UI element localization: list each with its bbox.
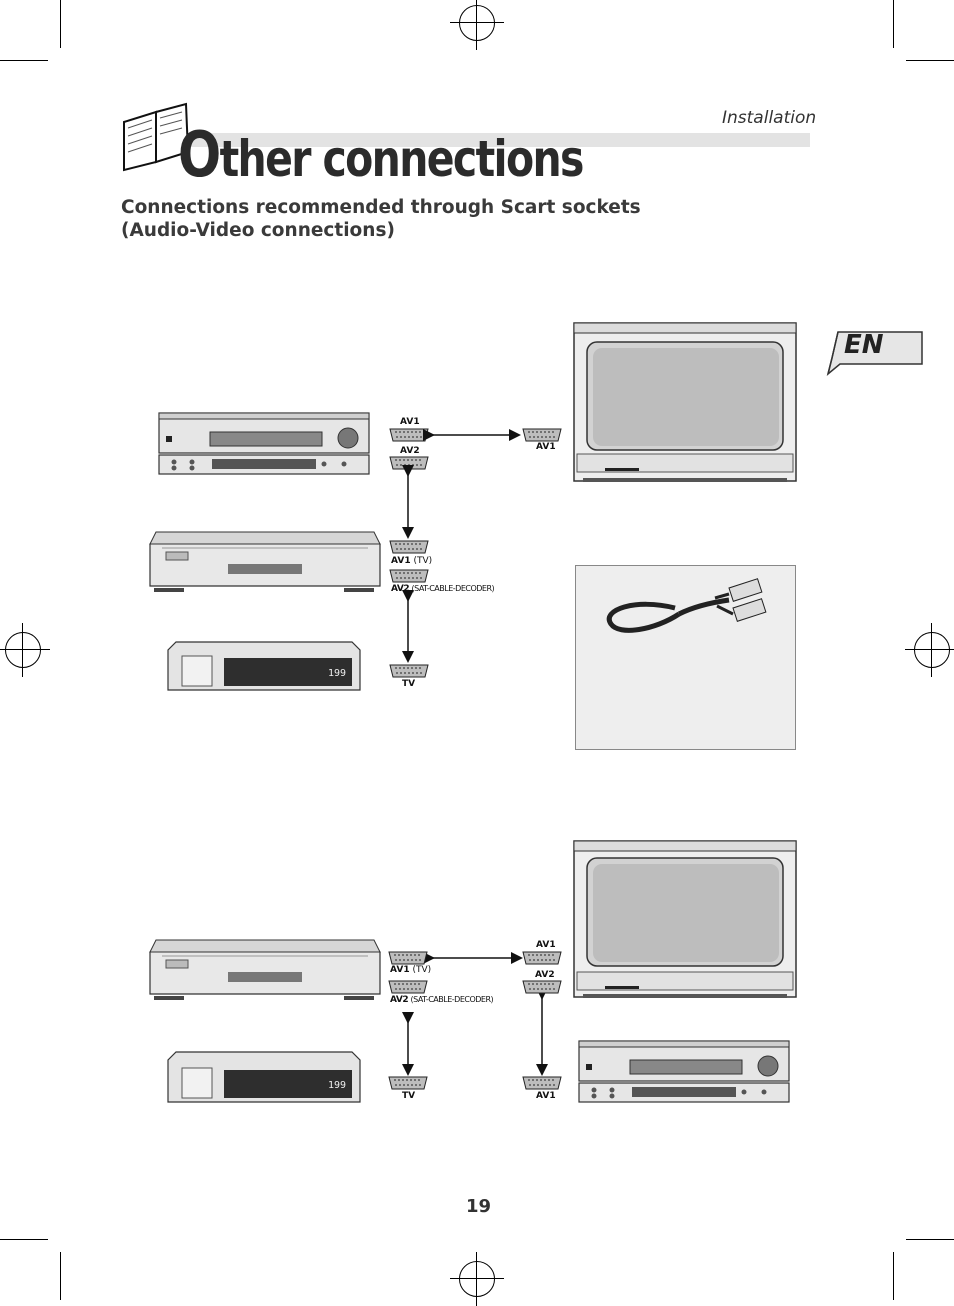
dvd-av1-note: (TV) [413,556,433,566]
title-rest: ther connections [219,130,585,188]
dvd-av1-name: AV1 [390,965,410,975]
dvd-av2-name: AV2 [391,584,410,594]
crop-mark [0,1239,48,1240]
crop-mark [0,60,48,61]
scart-socket [522,980,562,994]
dvd-av2-label: AV2 (SAT-CABLE-DECODER) [390,995,494,1005]
decoder-tv-label: TV [402,679,416,689]
page-title: Other connections [178,118,585,191]
dvd-av2-label: AV2 (SAT-CABLE-DECODER) [391,584,495,594]
scart-socket [389,569,429,583]
registration-mark [0,623,50,677]
tv-av2-label: AV2 [535,970,555,980]
scart-socket [389,664,429,678]
scart-cable-icon [606,578,767,633]
scart-socket [522,1076,562,1090]
tv-av1-label: AV1 [536,940,556,950]
scart-socket [522,951,562,965]
dvd-av1-label: AV1 (TV) [391,556,432,566]
crop-mark [60,1252,61,1300]
registration-mark [450,1252,504,1306]
crop-mark [60,0,61,48]
dvd-av1-note: (TV) [412,965,432,975]
scart-socket [388,980,428,994]
title-band [185,133,810,147]
vcr-av1-label: AV1 [536,1091,556,1101]
decoder-tv-label: TV [402,1091,416,1101]
dvd-av1-label: AV1 (TV) [390,965,431,975]
page-number: 19 [466,1196,492,1217]
scart-socket [388,1076,428,1090]
satellite-decoder-illustration [167,641,361,691]
dvd-av2-name: AV2 [390,995,409,1005]
vcr-av2-label: AV2 [400,446,420,456]
subtitle-line-1: Connections recommended through Scart so… [121,197,641,218]
crop-mark [906,1239,954,1240]
vcr-illustration [158,412,370,475]
scart-socket [388,951,428,965]
language-badge [826,331,923,377]
vcr-av1-label: AV1 [400,417,420,427]
satellite-decoder-illustration [167,1051,361,1103]
decoder-display: 199 [328,1080,347,1091]
scart-socket [389,456,429,470]
section-label: Installation [722,108,817,128]
subtitle: Connections recommended through Scart so… [121,196,641,242]
title-initial: O [178,118,221,191]
tv-av1-label: AV1 [536,442,556,452]
scart-socket [389,540,429,554]
registration-mark [450,0,504,50]
dvd-player-illustration [149,531,381,592]
decoder-display: 199 [328,668,347,679]
crop-mark [893,1252,894,1300]
scart-socket [522,428,562,442]
dvd-player-illustration [149,939,381,1000]
dvd-av1-name: AV1 [391,556,411,566]
registration-mark [905,623,954,677]
crop-mark [906,60,954,61]
tv-illustration [573,840,797,998]
language-badge-label: EN [844,330,884,360]
dvd-av2-note: (SAT-CABLE-DECODER) [411,584,495,593]
scart-cable-illustration [575,565,796,750]
dvd-av2-note: (SAT-CABLE-DECODER) [410,995,494,1004]
scart-socket [389,428,429,442]
tv-illustration [573,322,797,482]
crop-mark [893,0,894,48]
book-icon [123,102,190,172]
subtitle-line-2: (Audio-Video connections) [121,220,395,241]
vcr-illustration [578,1040,790,1103]
